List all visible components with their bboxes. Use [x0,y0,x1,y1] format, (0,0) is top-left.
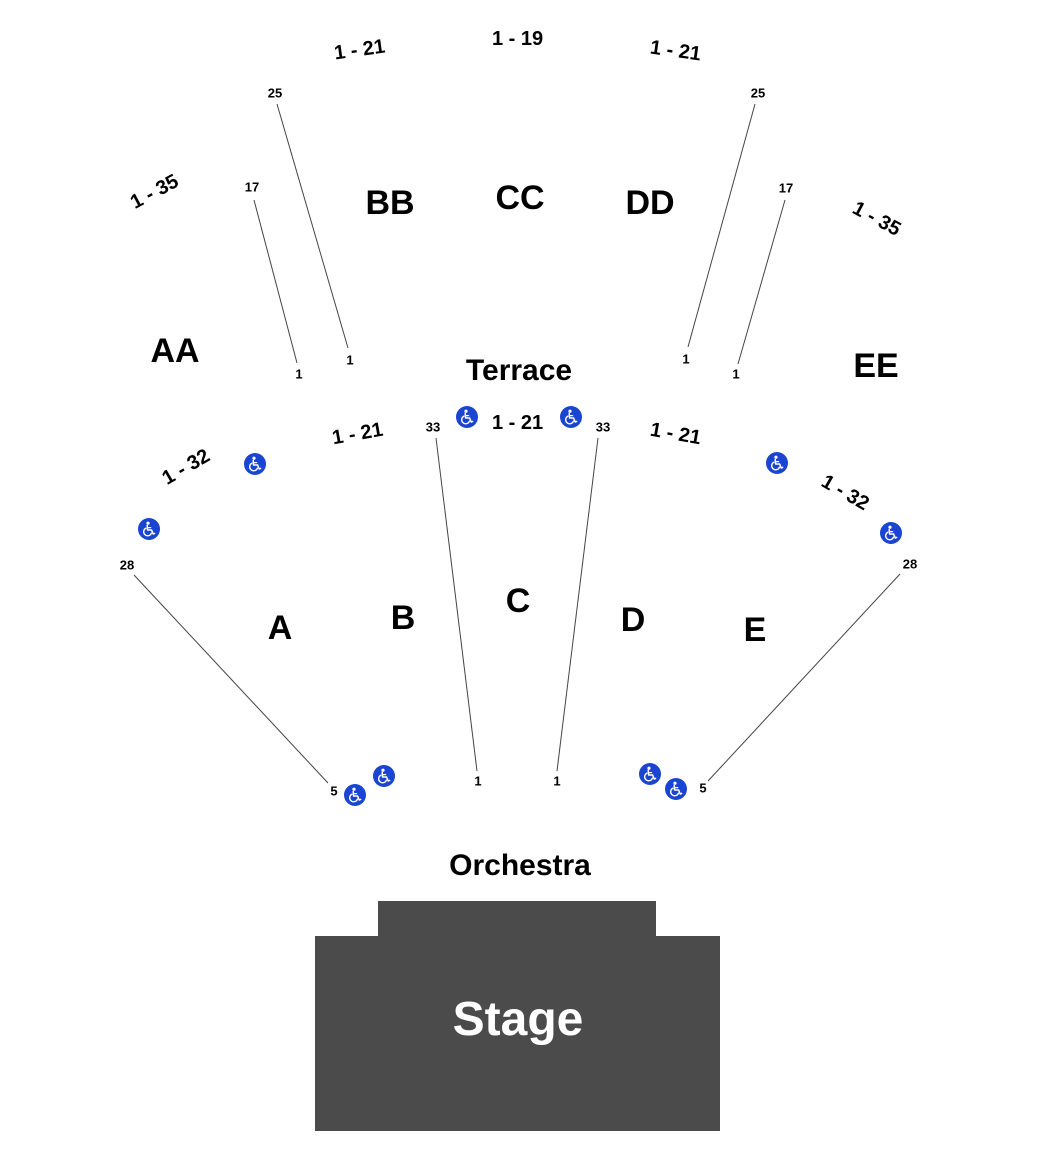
row-number: 1 [295,366,303,382]
section-d[interactable]: D [620,601,646,639]
wheelchair-icon [665,778,687,800]
aisle-line-aa-bb [253,199,298,364]
row-number: 17 [244,179,260,195]
wheelchair-icon [138,518,160,540]
wheelchair-icon [880,522,902,544]
aisle-line-b-c [435,437,478,772]
row-number: 28 [902,556,918,572]
row-number: 1 [682,351,690,367]
row-number: 5 [699,780,707,796]
wheelchair-icon [344,784,366,806]
row-number: 1 [346,352,354,368]
wheelchair-icon [456,406,478,428]
section-e[interactable]: E [743,611,767,649]
row-number: 1 [732,366,740,382]
section-bb[interactable]: BB [365,184,415,222]
seat-range-c: 1 - 21 [492,412,544,434]
row-number: 33 [595,419,611,435]
section-b[interactable]: B [390,599,416,637]
aisle-line-c-d [556,437,599,772]
section-aa[interactable]: AA [150,332,200,370]
wheelchair-icon [373,765,395,787]
aisle-line-cc-dd [687,103,756,348]
row-number: 5 [330,783,338,799]
wheelchair-icon [560,406,582,428]
wheelchair-icon [766,452,788,474]
section-c[interactable]: C [505,582,531,620]
row-number: 1 [553,773,561,789]
stage-shape [315,901,720,1131]
row-number: 1 [474,773,482,789]
aisle-line-e-right [707,573,901,782]
aisle-line-a-left [133,574,329,784]
wheelchair-icon [639,763,661,785]
row-number: 25 [267,85,283,101]
stage-label: Stage [452,993,584,1046]
row-number: 28 [119,557,135,573]
section-a[interactable]: A [267,609,293,647]
seat-range-cc: 1 - 19 [492,28,544,50]
row-number: 17 [778,180,794,196]
aisle-line-dd-ee [737,199,786,365]
row-number: 25 [750,85,766,101]
row-number: 33 [425,419,441,435]
aisle-line-bb-cc [276,103,349,349]
section-dd[interactable]: DD [625,184,675,222]
section-cc[interactable]: CC [495,179,545,217]
section-ee[interactable]: EE [853,347,899,385]
area-label-orchestra: Orchestra [449,849,591,882]
area-label-terrace: Terrace [465,354,573,387]
wheelchair-icon [244,453,266,475]
